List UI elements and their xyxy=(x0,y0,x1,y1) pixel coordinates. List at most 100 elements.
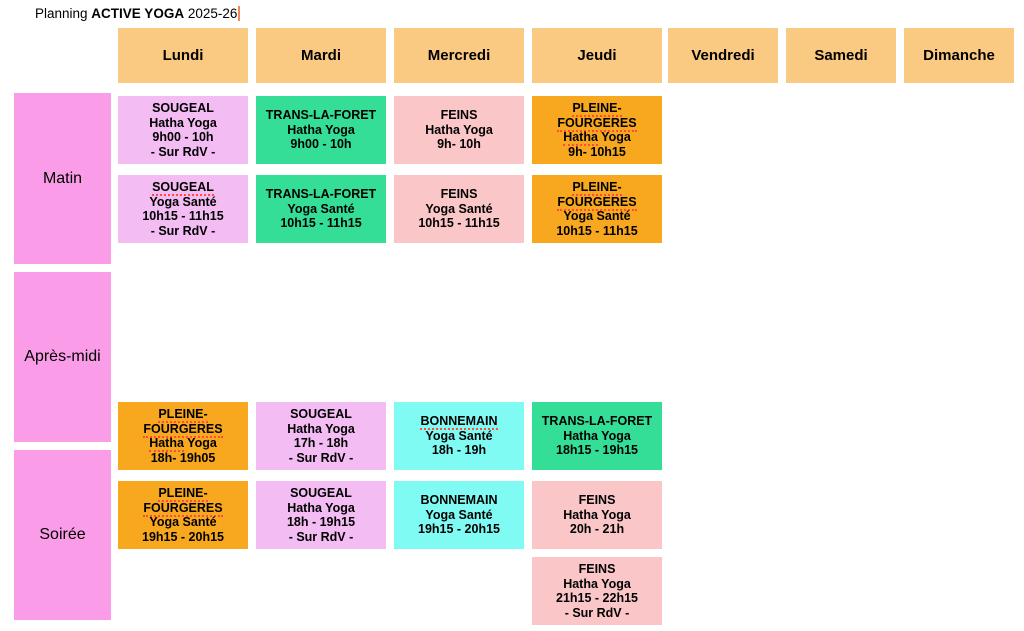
text-segment: 9h00 - 10h xyxy=(152,130,214,144)
class-cell-line: Yoga Santé xyxy=(563,209,630,224)
day-header-vendredi[interactable]: Vendredi xyxy=(668,28,778,83)
class-cell-line: 9h00 - 10h xyxy=(290,137,351,152)
class-cell-line: Hatha Yoga xyxy=(287,501,355,516)
text-segment: - Sur RdV - xyxy=(288,450,354,465)
class-cell-line: 18h- 19h05 xyxy=(151,451,216,466)
text-segment: Yoga xyxy=(597,130,631,144)
class-cell-line: Yoga Santé xyxy=(425,429,492,444)
class-cell-line: TRANS-LA-FORET xyxy=(542,414,652,429)
class-cell-line: FEINS xyxy=(579,493,616,508)
class-cell-line: PLEINE- xyxy=(572,180,622,196)
text-cursor xyxy=(238,6,241,21)
class-cell-line: Yoga Santé xyxy=(425,508,492,523)
text-segment: 21h15 - 22h15 xyxy=(556,591,638,605)
class-cell-line: FEINS xyxy=(579,562,616,577)
day-header-jeudi[interactable]: Jeudi xyxy=(532,28,662,83)
day-header-mardi[interactable]: Mardi xyxy=(256,28,386,83)
day-header-dimanche[interactable]: Dimanche xyxy=(904,28,1014,83)
class-cell-line: FOURGERES xyxy=(143,500,223,517)
text-segment: TRANS-LA-FORET xyxy=(265,187,377,202)
title-suffix: 2025-26 xyxy=(184,6,238,21)
text-segment: FEINS xyxy=(440,187,478,202)
text-segment: 19h15 - 20h15 xyxy=(142,529,224,544)
class-cell-line: Hatha Yoga xyxy=(563,130,631,146)
class-cell-line: Hatha Yoga xyxy=(287,123,355,138)
class-cell-line: - Sur RdV - xyxy=(151,224,216,239)
title-bold: ACTIVE YOGA xyxy=(91,6,185,21)
class-cell-line: PLEINE- xyxy=(158,486,208,502)
class-cell-line: 10h15 - 11h15 xyxy=(142,209,223,224)
class-cell-line: - Sur RdV - xyxy=(289,530,354,545)
period-label-soiree[interactable]: Soirée xyxy=(14,450,111,620)
period-label-matin[interactable]: Matin xyxy=(14,93,111,264)
misspelled-word: FOURGERES xyxy=(143,500,223,517)
class-cell-line: Yoga Santé xyxy=(149,515,216,530)
class-cell-line: 18h - 19h15 xyxy=(287,515,355,530)
misspelled-word: FOURGERES xyxy=(557,194,637,211)
text-segment: Hatha Yoga xyxy=(563,428,631,443)
text-segment: Hatha Yoga xyxy=(287,500,355,515)
title-prefix: Planning xyxy=(35,6,92,21)
text-segment: TRANS-LA-FORET xyxy=(265,108,377,123)
class-cell-line: SOUGEAL xyxy=(290,486,352,501)
class-cell-line: Hatha Yoga xyxy=(563,577,631,592)
text-segment: FEINS xyxy=(440,108,478,123)
page-title[interactable]: Planning ACTIVE YOGA 2025-26 xyxy=(35,6,241,21)
class-cell-line: Hatha Yoga xyxy=(563,508,631,523)
text-segment: 10h15 - 11h15 xyxy=(280,216,362,231)
misspelled-word: PLEINE- xyxy=(572,180,622,196)
text-segment: Yoga Santé xyxy=(287,201,355,216)
class-cell-line: 9h- 10h15 xyxy=(568,145,626,160)
text-segment: SOUGEAL xyxy=(152,101,214,115)
class-cell-line: 10h15 - 11h15 xyxy=(418,216,499,231)
text-segment: Hatha Yoga xyxy=(149,115,217,130)
class-cell-line: PLEINE- xyxy=(158,407,208,423)
day-header-mercredi[interactable]: Mercredi xyxy=(394,28,524,83)
misspelled-word: FOURGERES xyxy=(143,421,223,438)
text-segment: 9h00 - 10h xyxy=(290,137,352,152)
class-cell-line: BONNEMAIN xyxy=(420,493,497,508)
text-segment: SOUGEAL xyxy=(290,407,352,421)
text-segment: 18h - 19h xyxy=(431,443,487,458)
text-segment: 18h15 - 19h15 xyxy=(556,443,638,458)
class-cell-line: - Sur RdV - xyxy=(151,145,216,160)
text-segment: TRANS-LA-FORET xyxy=(541,414,653,429)
misspelled-word: Hatha xyxy=(563,130,598,146)
text-segment: 19h15 - 20h15 xyxy=(418,522,500,537)
text-segment: Yoga Santé xyxy=(149,515,217,529)
text-segment: Hatha Yoga xyxy=(425,122,493,137)
class-cell-line: FOURGERES xyxy=(557,194,637,211)
class-cell-line: Yoga Santé xyxy=(149,195,216,210)
class-cell-line: 9h- 10h xyxy=(437,137,481,152)
text-segment: 18h - 19h15 xyxy=(286,515,356,529)
text-segment: SOUGEAL xyxy=(290,486,352,500)
class-cell-line: Yoga Santé xyxy=(425,202,492,217)
day-header-samedi[interactable]: Samedi xyxy=(786,28,896,83)
class-cell-line: Hatha Yoga xyxy=(287,422,355,437)
misspelled-word: PLEINE- xyxy=(158,407,208,423)
period-label-apres-midi[interactable]: Après-midi xyxy=(14,272,111,442)
text-segment: - Sur RdV - xyxy=(150,144,216,159)
class-cell-line: 9h00 - 10h xyxy=(152,130,213,145)
day-header-lundi[interactable]: Lundi xyxy=(118,28,248,83)
text-segment: Yoga xyxy=(183,436,217,450)
class-cell-line: BONNEMAIN xyxy=(420,414,498,431)
